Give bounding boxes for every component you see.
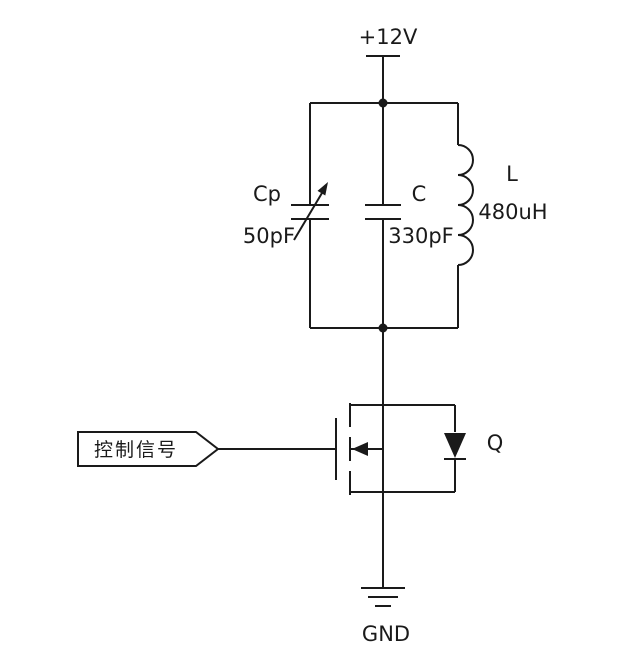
flag-outline <box>77 431 220 467</box>
control-signal-flag: 控制信号 <box>77 431 220 467</box>
c-name-label: C <box>412 182 427 206</box>
vcc-label: +12V <box>359 25 418 49</box>
c-value-label: 330pF <box>388 224 454 248</box>
ground-icon <box>361 492 405 607</box>
cp-value-label: 50pF <box>243 224 295 248</box>
l-value-label: 480uH <box>478 200 547 224</box>
vcc-terminal <box>366 55 400 103</box>
cp-name-label: Cp <box>253 182 281 206</box>
mosfet-body-arrow <box>352 442 368 456</box>
capacitor-c-symbol <box>365 103 401 328</box>
gnd-label: GND <box>362 622 410 646</box>
mosfet-q-symbol <box>218 328 455 495</box>
l-name-label: L <box>506 162 518 186</box>
control-signal-label: 控制信号 <box>94 439 178 461</box>
variable-capacitor-cp-symbol <box>291 103 329 328</box>
q-name-label: Q <box>487 431 504 455</box>
variable-arrow-head <box>317 182 328 196</box>
body-diode-symbol <box>444 405 466 492</box>
inductor-l-symbol <box>457 103 474 328</box>
diode-triangle <box>444 433 466 458</box>
